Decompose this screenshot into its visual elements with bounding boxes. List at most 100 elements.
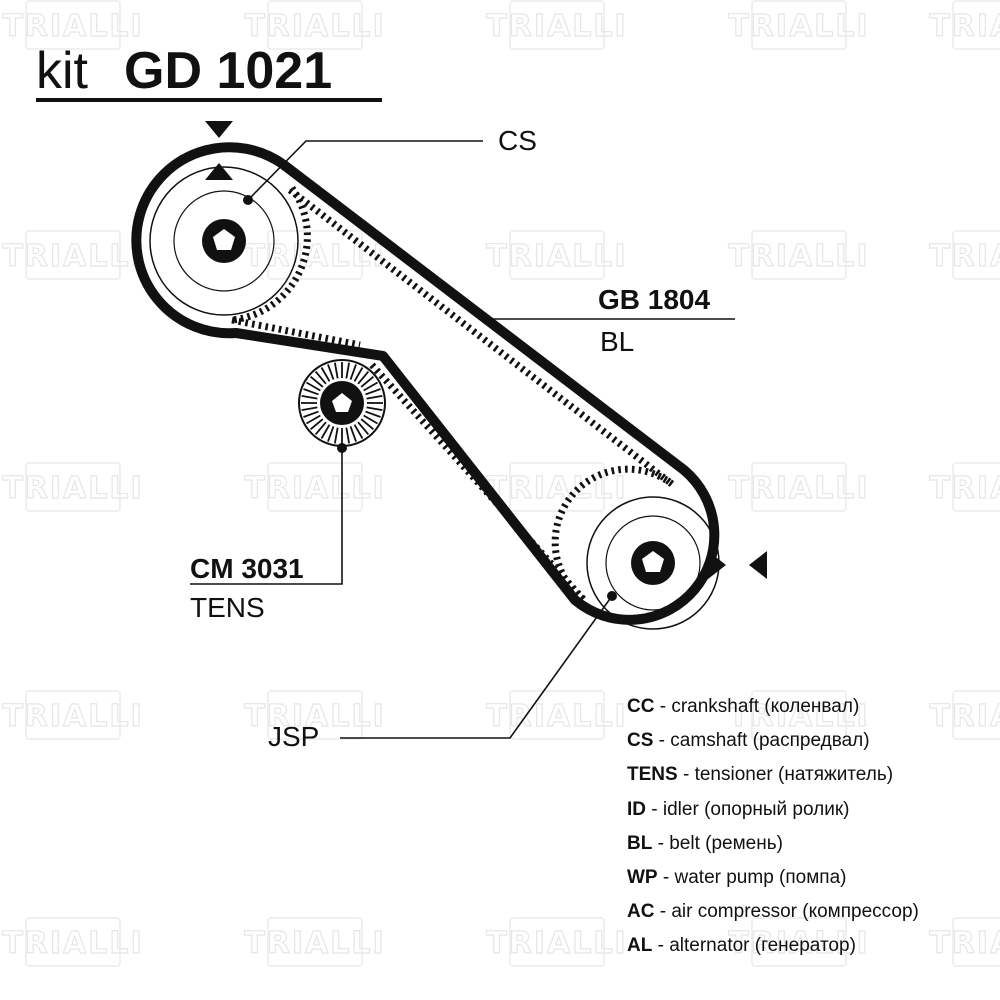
tensioner-rib bbox=[360, 418, 374, 431]
watermark-grid: TRIALLI TRIALLI TRIALLI TRIALLI TRIALLI TRIAL… bbox=[2, 0, 1000, 967]
timing-belt-outline bbox=[131, 142, 720, 625]
watermark-text: TRIALLI bbox=[2, 239, 143, 274]
tensioner-rib bbox=[314, 371, 327, 385]
watermark-text: TRIALLI bbox=[929, 926, 1000, 961]
watermark-logo: TRIALLI bbox=[728, 230, 868, 280]
legend-desc: water pump (помпа) bbox=[674, 867, 847, 889]
watermark-text: TRIALLI bbox=[929, 699, 1000, 734]
tensioner-rib bbox=[314, 421, 327, 435]
watermark-logo: TRIALLI bbox=[929, 0, 1000, 50]
watermark-text: TRIALLI bbox=[486, 699, 627, 734]
watermark-text: TRIALLI bbox=[486, 9, 627, 44]
watermark-text: TRIALLI bbox=[486, 926, 627, 961]
watermark-logo: TRIALLI bbox=[728, 462, 868, 512]
legend-desc: idler (опорный ролик) bbox=[662, 798, 850, 820]
crankshaft-pulley bbox=[586, 496, 720, 630]
watermark-logo: TRIALLI bbox=[2, 462, 143, 512]
watermark-logo: TRIALLI bbox=[2, 230, 143, 280]
watermark-text: TRIALLI bbox=[2, 9, 143, 44]
label-cs: CS bbox=[498, 125, 537, 156]
title-underline bbox=[36, 98, 382, 102]
leader-dot-cs bbox=[243, 195, 253, 205]
legend-desc: alternator (генератор) bbox=[669, 935, 856, 957]
watermark-text: TRIALLI bbox=[2, 471, 143, 506]
tensioner-rib bbox=[353, 424, 364, 439]
camshaft-pulley bbox=[149, 166, 299, 316]
watermark-logo: TRIALLI bbox=[728, 690, 869, 740]
tensioner-rib bbox=[333, 362, 339, 379]
legend-separator: - bbox=[646, 798, 663, 820]
tensioner-rib bbox=[320, 424, 331, 439]
tensioner-label: TENS bbox=[190, 592, 265, 623]
watermark-logo: TRIALLI bbox=[728, 0, 869, 50]
legend-item: AC - air compressor (компрессор) bbox=[627, 895, 987, 929]
watermark-logo: TRIALLI bbox=[486, 462, 627, 512]
tensioner-rib bbox=[301, 394, 318, 400]
watermark-logo: TRIALLI bbox=[244, 917, 385, 967]
abbreviation-legend: CC - crankshaft (коленвал)CS - camshaft … bbox=[627, 690, 987, 964]
tensioner-rib bbox=[327, 426, 335, 442]
tensioner-rib bbox=[349, 426, 357, 442]
tensioner-rib bbox=[320, 367, 331, 382]
leader-line-tensioner bbox=[190, 448, 343, 585]
watermark-text: TRIALLI bbox=[244, 471, 385, 506]
watermark-text: TRIALLI bbox=[244, 699, 385, 734]
legend-abbr: WP bbox=[627, 867, 658, 889]
tensioner-rib bbox=[363, 414, 378, 425]
tensioner-rib bbox=[306, 381, 321, 392]
legend-abbr: CS bbox=[627, 730, 654, 752]
watermark-logo: TRIALLI bbox=[486, 0, 627, 50]
tensioner-hub-pentagon bbox=[332, 393, 352, 412]
camshaft-timing-mark-bottom-icon bbox=[205, 163, 233, 180]
tensioner-rib bbox=[363, 381, 378, 392]
watermark-text: TRIALLI bbox=[486, 471, 627, 506]
watermark-text: TRIALLI bbox=[244, 926, 385, 961]
crankshaft-timing-mark-right-icon bbox=[749, 551, 767, 579]
legend-abbr: BL bbox=[627, 832, 653, 854]
legend-desc: tensioner (натяжитель) bbox=[694, 764, 894, 786]
tensioner-rib bbox=[365, 410, 381, 418]
belt-teeth-cam-arc bbox=[231, 185, 311, 324]
tensioner-rib bbox=[353, 367, 364, 382]
tensioner-rib bbox=[306, 414, 321, 425]
watermark-text: TRIALLI bbox=[2, 699, 143, 734]
watermark-text: TRIALLI bbox=[2, 926, 143, 961]
leader-line-cs bbox=[247, 140, 483, 201]
watermark-text: TRIALLI bbox=[728, 699, 869, 734]
legend-separator: - bbox=[654, 901, 672, 923]
crankshaft-timing-mark-left-icon bbox=[708, 551, 726, 579]
legend-item: WP - water pump (помпа) bbox=[627, 861, 987, 895]
legend-desc: camshaft (распредвал) bbox=[670, 730, 870, 752]
watermark-text: TRIALLI bbox=[929, 471, 1000, 506]
tensioner-rib bbox=[365, 388, 381, 396]
watermark-logo: TRIALLI bbox=[244, 462, 385, 512]
crankshaft-hub-pentagon bbox=[642, 551, 664, 572]
watermark-logo: TRIALLI bbox=[486, 917, 627, 967]
belt-teeth-upper-span bbox=[287, 187, 675, 487]
tensioner-pulley bbox=[298, 359, 386, 447]
watermark-text: TRIALLI bbox=[728, 9, 869, 44]
legend-item: BL - belt (ремень) bbox=[627, 827, 987, 861]
watermark-logo: TRIALLI bbox=[728, 917, 869, 967]
tensioner-rib bbox=[345, 362, 351, 379]
legend-item: AL - alternator (генератор) bbox=[627, 929, 987, 963]
watermark-text: TRIALLI bbox=[486, 239, 627, 274]
legend-abbr: AL bbox=[627, 935, 653, 957]
legend-abbr: TENS bbox=[627, 764, 678, 786]
title-prefix: kit bbox=[36, 42, 89, 100]
legend-separator: - bbox=[653, 730, 671, 752]
tensioner-rib bbox=[333, 427, 339, 444]
legend-separator: - bbox=[677, 764, 695, 786]
watermark-text: TRIALLI bbox=[728, 926, 869, 961]
tensioner-rib bbox=[366, 406, 383, 412]
watermark-logo: TRIALLI bbox=[244, 0, 384, 50]
tensioner-rib bbox=[345, 427, 351, 444]
legend-item: ID - idler (опорный ролик) bbox=[627, 793, 987, 827]
watermark-logo: TRIALLI bbox=[929, 690, 1000, 740]
tensioner-rib bbox=[303, 410, 319, 418]
kit-code-title: GD 1021 bbox=[124, 42, 332, 100]
belt-code: GB 1804 bbox=[598, 284, 710, 315]
legend-desc: belt (ремень) bbox=[669, 832, 783, 854]
watermark-logo: TRIALLI bbox=[929, 462, 1000, 512]
legend-item: CS - camshaft (распредвал) bbox=[627, 724, 987, 758]
